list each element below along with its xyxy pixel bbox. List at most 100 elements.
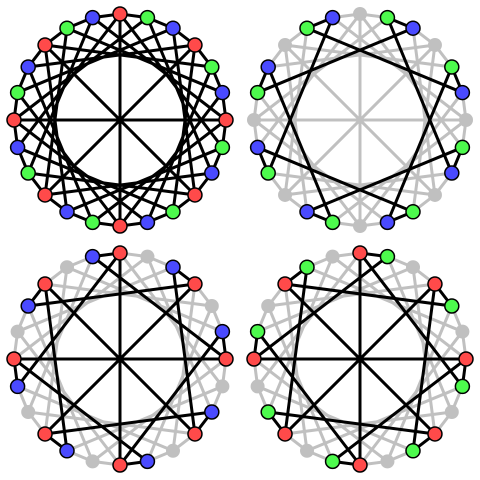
edge	[283, 265, 309, 436]
edge-inactive	[283, 282, 309, 453]
edge-inactive	[331, 255, 468, 361]
vertex-inactive	[444, 405, 459, 419]
vertex-blue	[59, 204, 75, 220]
vertex-blue	[165, 259, 181, 275]
edge-inactive	[26, 255, 95, 414]
vertices	[6, 245, 234, 473]
edge-inactive	[252, 16, 389, 122]
vertex-inactive	[300, 443, 314, 458]
vertex-blue	[249, 139, 266, 156]
vertex-blue	[444, 165, 460, 181]
vertex-blue	[204, 165, 220, 181]
edge-inactive	[256, 91, 362, 228]
vertex-green	[379, 9, 396, 26]
vertex-green	[444, 298, 460, 314]
vertex-green	[84, 214, 101, 231]
edge-inactive	[43, 282, 214, 308]
edge	[43, 282, 197, 436]
edge	[12, 357, 149, 463]
edge	[385, 16, 454, 175]
edge	[43, 282, 69, 453]
edge	[283, 282, 437, 436]
vertex-red	[6, 112, 22, 128]
edge-inactive	[171, 282, 197, 453]
vertex-green	[405, 443, 421, 459]
vertex-inactive	[353, 7, 367, 21]
vertex-red	[6, 351, 22, 367]
vertex-red	[37, 426, 53, 442]
edge	[266, 16, 335, 175]
edge-inactive	[283, 43, 309, 214]
vertex-blue	[139, 453, 156, 470]
vertex-blue	[379, 214, 396, 231]
vertex-red	[112, 245, 128, 261]
edge-inactive	[26, 410, 197, 436]
vertex-green	[214, 139, 231, 156]
vertex-inactive	[166, 443, 180, 458]
vertex-green	[444, 59, 460, 75]
vertex-blue	[214, 323, 231, 340]
edge-inactive	[331, 118, 468, 224]
edge-inactive	[283, 410, 454, 436]
edge	[26, 43, 197, 69]
vertex-red	[112, 457, 128, 473]
vertex-red	[218, 112, 234, 128]
vertex-red	[458, 351, 474, 367]
vertex-inactive	[406, 260, 420, 275]
edge-inactive	[266, 43, 437, 69]
vertex-green	[299, 259, 315, 275]
edge	[266, 65, 335, 224]
edge	[91, 16, 228, 122]
vertex-red	[187, 187, 203, 203]
vertex-inactive	[60, 260, 74, 275]
edge-inactive	[283, 43, 454, 69]
edge	[145, 16, 214, 175]
edge-inactive	[266, 171, 437, 197]
edge	[171, 265, 197, 436]
edge-inactive	[145, 304, 214, 463]
edge	[91, 118, 228, 224]
edge-inactive	[266, 282, 437, 308]
edge-inactive	[91, 357, 228, 463]
edge	[43, 171, 214, 197]
vertex-red	[37, 37, 53, 53]
vertex-green	[324, 214, 341, 231]
vertex-inactive	[278, 38, 293, 53]
vertex-green	[9, 84, 26, 101]
vertex-inactive	[380, 454, 395, 469]
vertex-green	[249, 84, 266, 101]
edge-inactive	[65, 384, 224, 453]
edge-inactive	[256, 384, 415, 453]
vertex-inactive	[427, 187, 442, 202]
edge-inactive	[411, 265, 437, 436]
edge-inactive	[266, 255, 335, 414]
vertex-red	[352, 457, 368, 473]
vertex-blue	[59, 443, 75, 459]
vertex-inactive	[455, 324, 470, 339]
edge	[266, 410, 437, 436]
vertex-red	[427, 426, 443, 442]
vertex-red	[112, 6, 128, 22]
vertex-inactive	[278, 187, 293, 202]
vertex-inactive	[10, 324, 25, 339]
edge-inactive	[266, 304, 335, 463]
vertex-red	[246, 351, 262, 367]
panel-full	[6, 6, 234, 234]
edge-inactive	[256, 251, 362, 388]
edge-inactive	[65, 265, 224, 334]
panel-red-green	[246, 245, 474, 473]
edge	[256, 26, 415, 95]
edge-inactive	[358, 12, 464, 149]
vertex-inactive	[204, 299, 219, 313]
vertex-green	[454, 139, 471, 156]
edge	[118, 91, 224, 228]
edge	[411, 282, 437, 453]
vertex-blue	[9, 378, 26, 395]
vertex-inactive	[140, 249, 155, 264]
vertex-blue	[204, 404, 220, 420]
vertex-red	[427, 276, 443, 292]
vertex-inactive	[459, 113, 473, 127]
edge-inactive	[385, 304, 454, 463]
vertex-inactive	[325, 249, 340, 264]
vertex-blue	[324, 9, 341, 26]
